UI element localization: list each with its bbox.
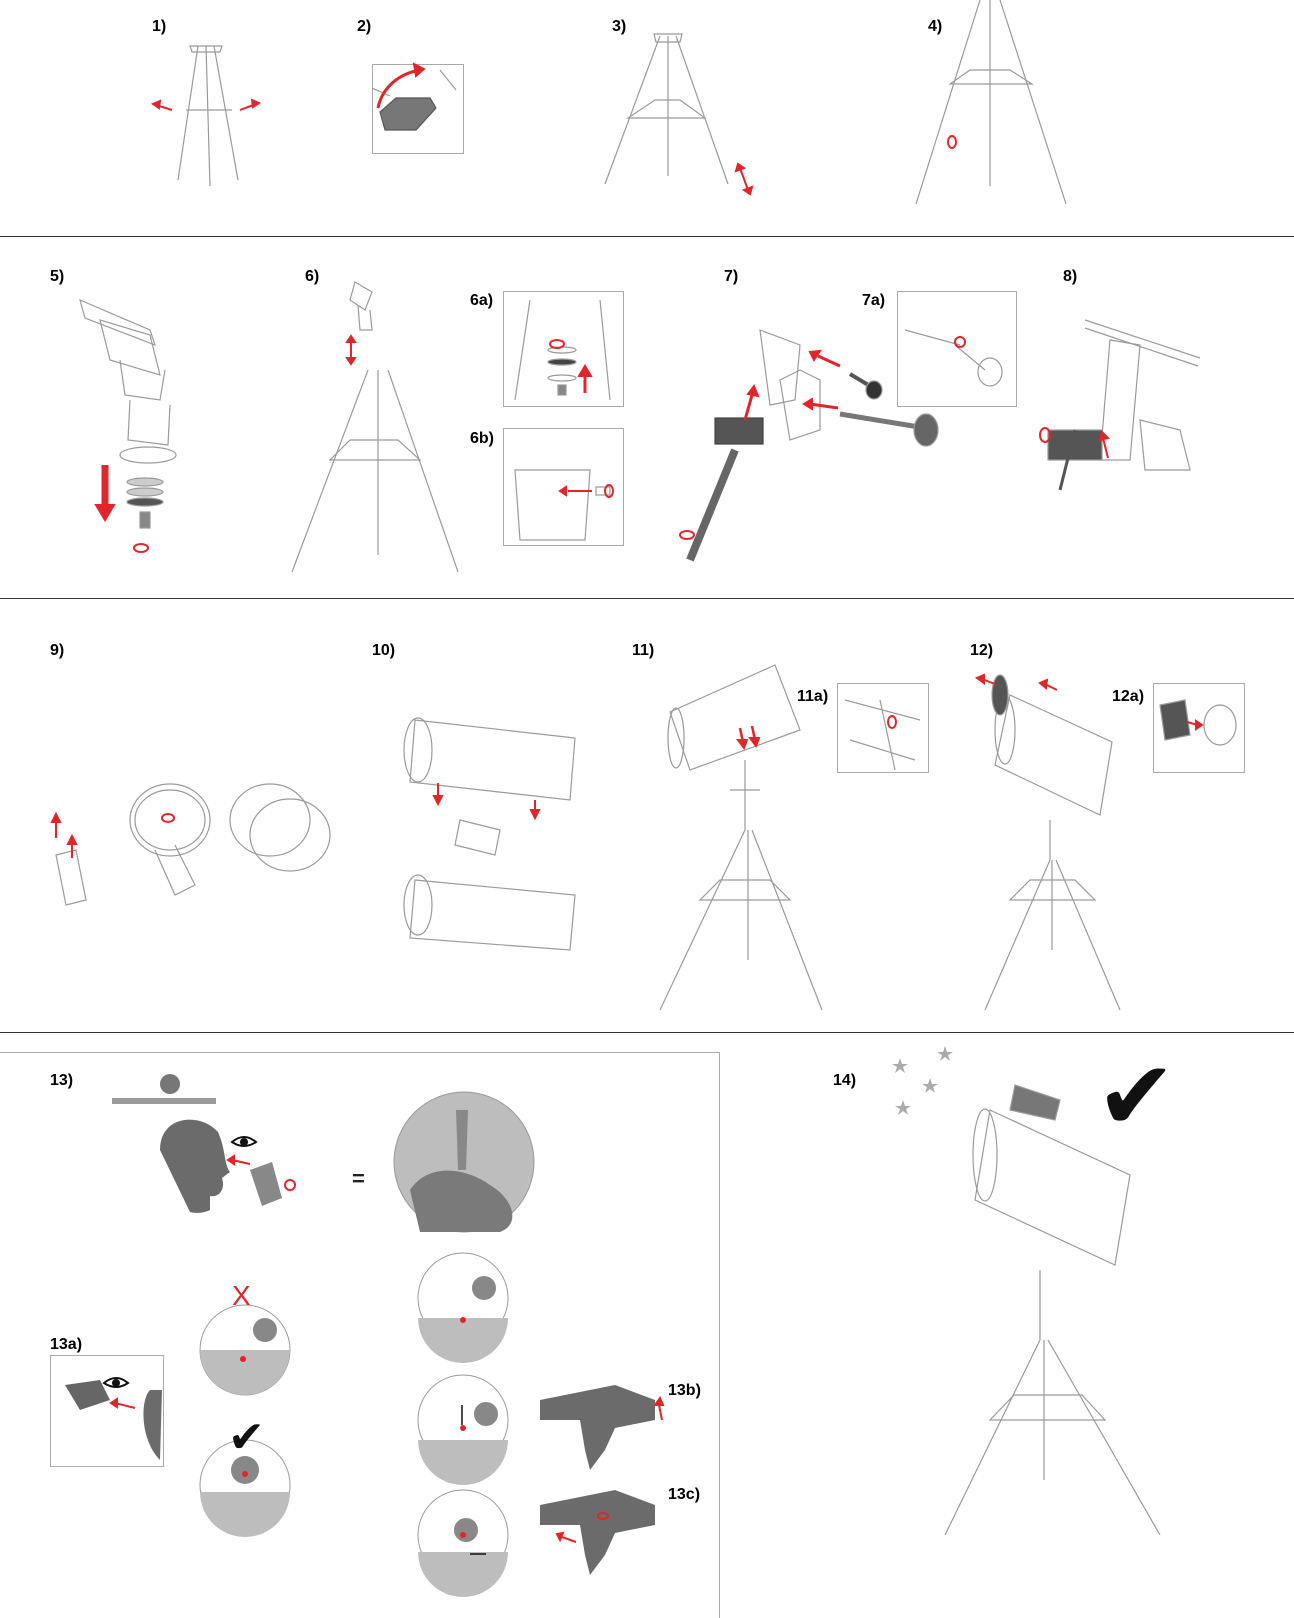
mount-counterweight-step-8 [1048, 320, 1200, 490]
equals-sign: = [352, 1166, 365, 1192]
step-label-11: 11) [632, 642, 654, 660]
viewing-diagram-step-13 [65, 1074, 655, 1597]
step-label-12a: 12a) [1112, 688, 1144, 706]
mount-bolt-detail-6a [515, 300, 610, 400]
step-label-6b: 6b) [470, 430, 494, 448]
step-label-10: 10) [372, 642, 395, 660]
step-label-13b: 13b) [668, 1382, 701, 1400]
tube-rings-step-9 [56, 784, 330, 905]
knob-detail-7a [905, 330, 1002, 386]
step-label-3: 3) [612, 18, 626, 36]
step-label-7: 7) [724, 268, 738, 286]
mount-parts-step-7 [690, 330, 938, 560]
tripod-step-3 [605, 34, 728, 184]
step-label-13: 13) [50, 1072, 73, 1090]
step-label-11a: 11a) [797, 688, 828, 706]
step-label-5: 5) [50, 268, 64, 286]
ring-clamp-detail-11a [845, 700, 920, 770]
completed-check-icon: ✔ [1096, 1040, 1176, 1152]
step-label-1: 1) [152, 18, 166, 36]
telescope-step-11 [660, 665, 822, 1010]
step-label-6a: 6a) [470, 292, 493, 310]
tripod-step-6 [292, 282, 458, 572]
step-label-14: 14) [833, 1072, 856, 1090]
eq-mount-step-5 [80, 300, 176, 528]
rotation-icons [134, 136, 1050, 1519]
accessory-tray-step-2 [372, 70, 456, 130]
step-label-13c: 13c) [668, 1486, 700, 1504]
azimuth-bolt-detail-6b [515, 470, 610, 540]
telescope-tube-step-10 [404, 718, 575, 950]
step-label-2: 2) [357, 18, 371, 36]
wrong-mark-icon: X [232, 1280, 251, 1312]
step-label-13a: 13a) [50, 1336, 82, 1354]
telescope-step-14 [945, 1085, 1160, 1535]
step-label-4: 4) [928, 18, 942, 36]
step-label-7a: 7a) [862, 292, 885, 310]
step-label-9: 9) [50, 642, 64, 660]
correct-check-icon: ✔ [228, 1412, 265, 1463]
step-label-6: 6) [305, 268, 319, 286]
step-label-12: 12) [970, 642, 993, 660]
step-label-8: 8) [1063, 268, 1077, 286]
stars-icon [892, 1046, 953, 1115]
telescope-step-12 [985, 675, 1120, 1010]
tripod-step-1 [178, 46, 238, 186]
